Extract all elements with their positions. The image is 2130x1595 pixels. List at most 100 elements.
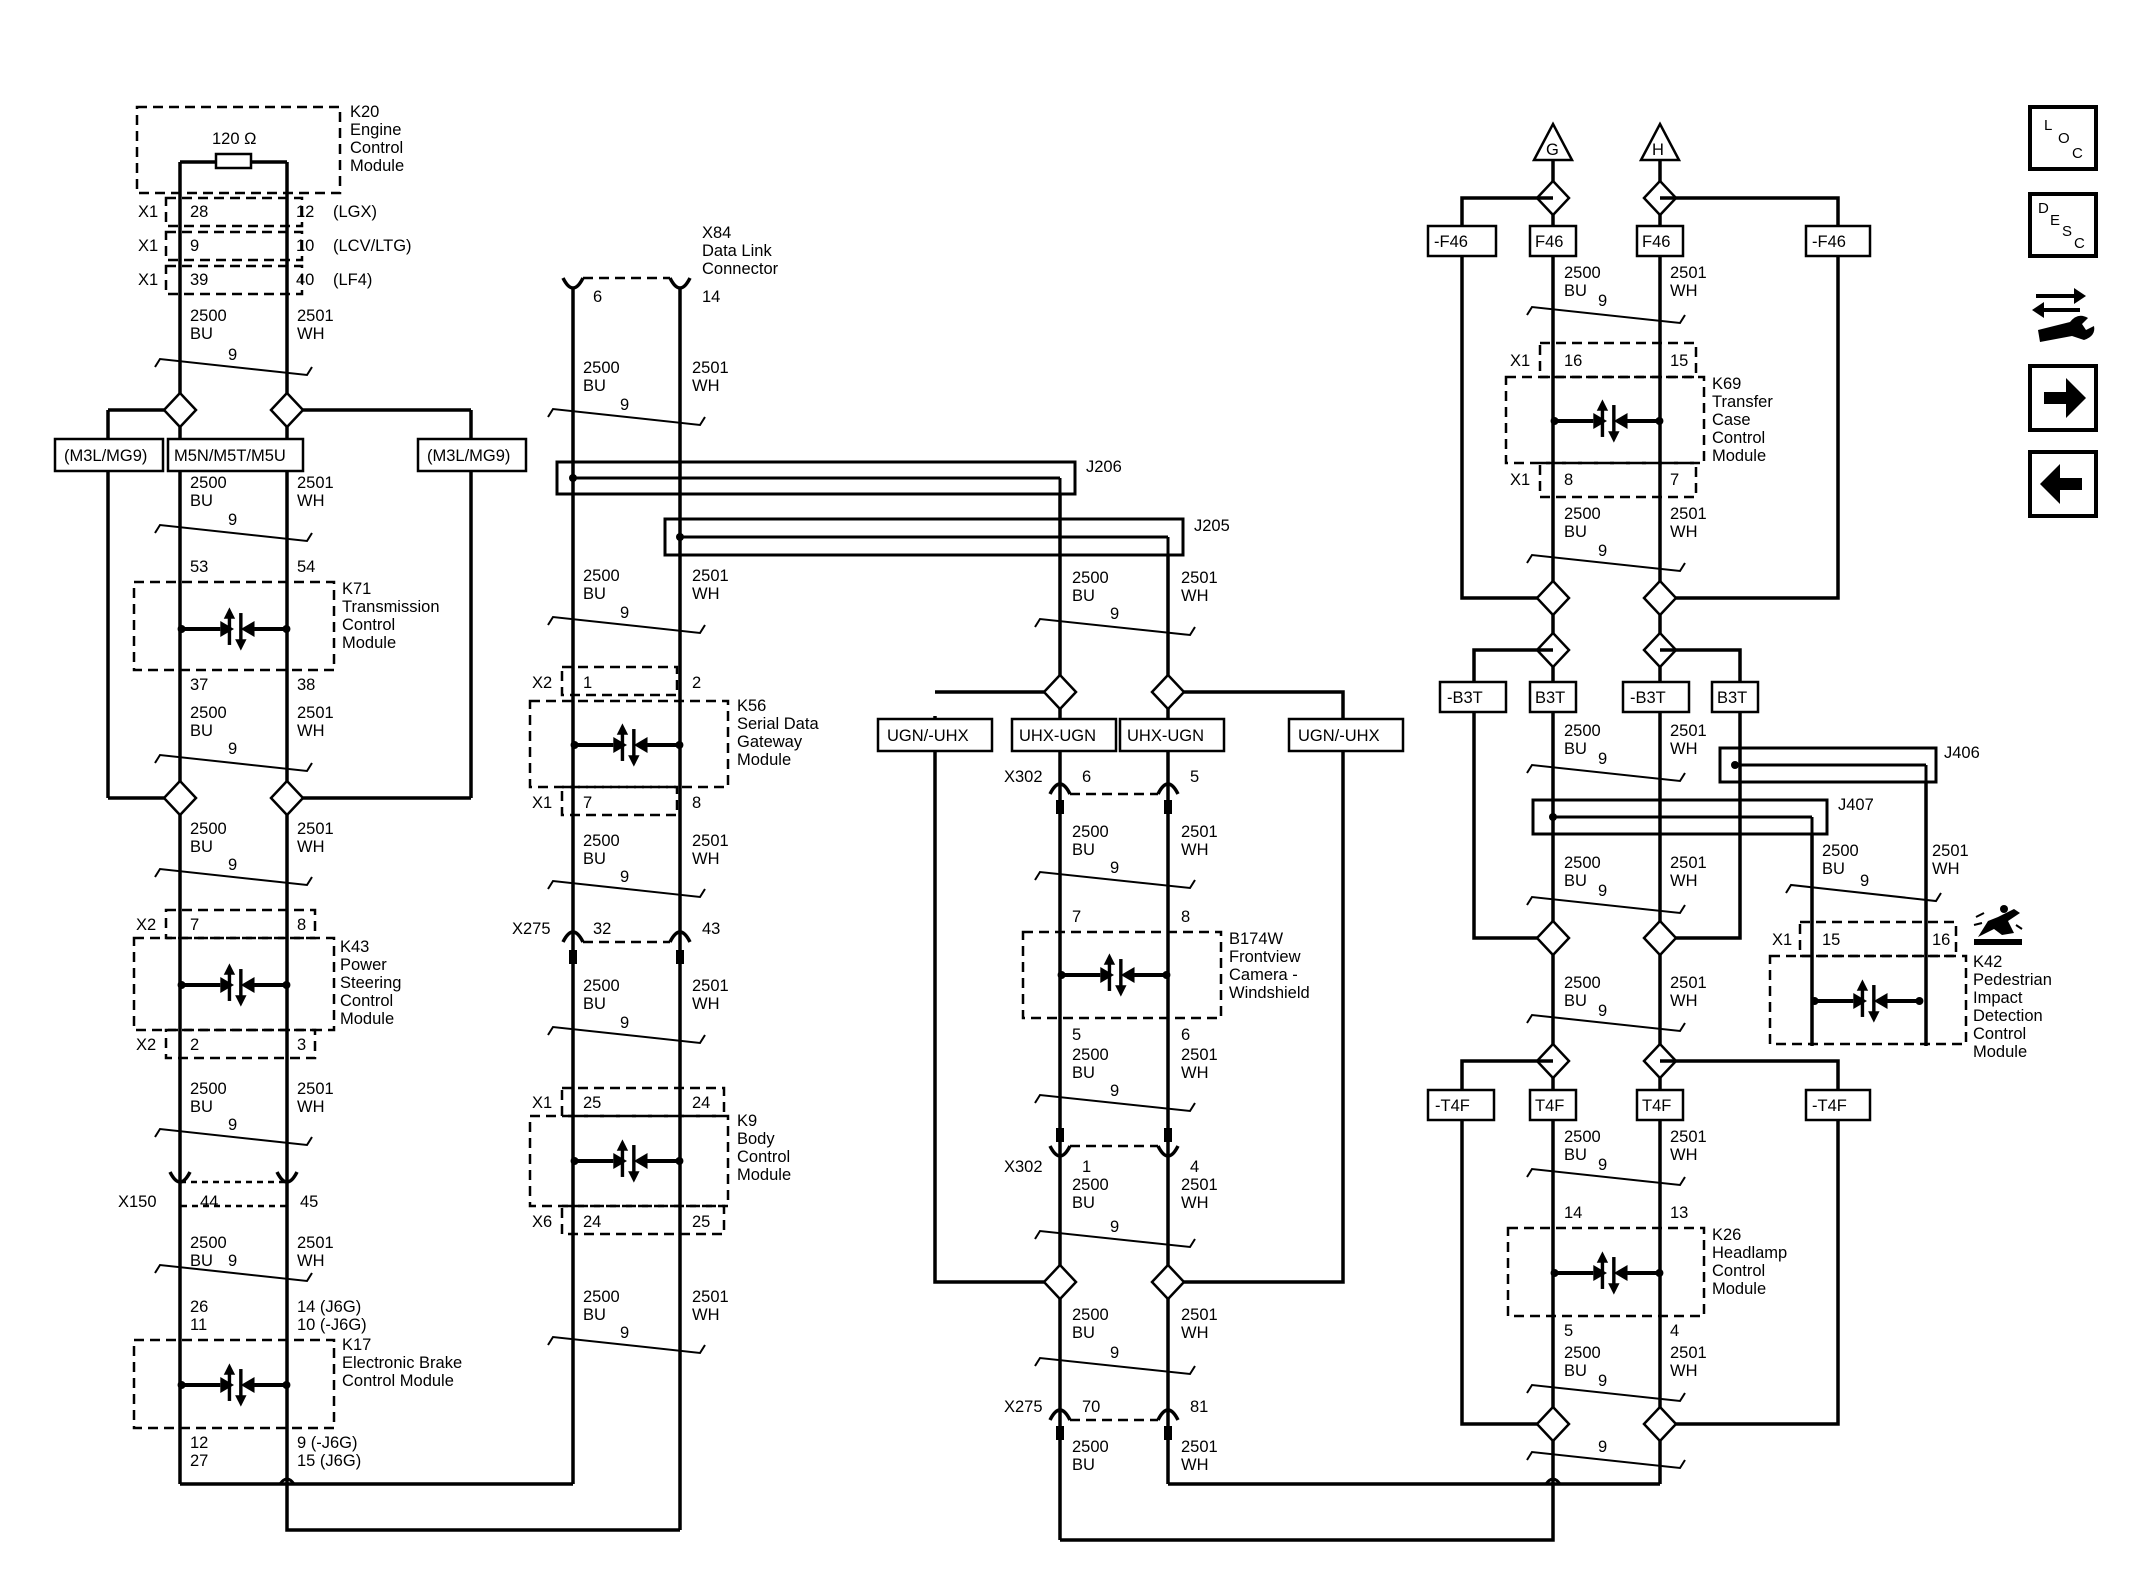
- offpage-h[interactable]: H: [1638, 121, 1682, 162]
- k42-pedestrian-impact-detection-control-module[interactable]: X1 15 16 K42 Pedestrian Impact Detection…: [1768, 905, 2052, 1061]
- svg-text:L: L: [2044, 117, 2052, 134]
- svg-text:15: 15: [1822, 931, 1840, 949]
- svg-text:WH: WH: [1670, 992, 1698, 1010]
- x1-label: X1: [138, 203, 158, 221]
- svg-text:K9: K9: [737, 1112, 757, 1130]
- svg-text:BU: BU: [190, 325, 213, 343]
- svg-text:X2: X2: [532, 674, 552, 692]
- svg-text:15: 15: [1670, 352, 1688, 370]
- svg-text:45: 45: [300, 1193, 318, 1211]
- svg-text:11: 11: [190, 1316, 207, 1334]
- svg-text:K42: K42: [1973, 953, 2002, 971]
- x1-label: X1: [138, 237, 158, 255]
- k26-headlamp-control-module[interactable]: 14 13 5 4 K26 Headlamp Control Module: [1506, 1204, 1787, 1340]
- svg-text:C: C: [2072, 145, 2083, 162]
- b174w-frontview-camera-windshield[interactable]: 7 8 5 6 B174W Frontview Camera - Windshi…: [1021, 908, 1310, 1044]
- desc-button[interactable]: D E S C: [2028, 192, 2098, 258]
- svg-text:9: 9: [1598, 1438, 1607, 1456]
- svg-text:2500: 2500: [583, 977, 620, 995]
- x84-data-link-connector[interactable]: 6 14 X84 Data Link Connector: [561, 224, 779, 306]
- svg-text:BU: BU: [1564, 740, 1587, 758]
- svg-text:2500: 2500: [1072, 1176, 1109, 1194]
- svg-text:BU: BU: [1564, 872, 1587, 890]
- svg-text:9: 9: [620, 1014, 629, 1032]
- svg-text:2501: 2501: [1670, 722, 1707, 740]
- svg-text:44: 44: [200, 1193, 218, 1211]
- svg-text:32: 32: [593, 920, 611, 938]
- x275-inline-connector: X275 32 43: [512, 920, 720, 964]
- k56-serial-data-gateway-module[interactable]: X2 1 2 X1 7 8 K56 Serial Data Gateway Mo…: [528, 665, 819, 817]
- svg-text:Connector: Connector: [702, 260, 779, 278]
- svg-text:Module: Module: [737, 1166, 791, 1184]
- svg-text:Module: Module: [340, 1010, 394, 1028]
- svg-text:Control: Control: [340, 992, 393, 1010]
- svg-text:Transfer: Transfer: [1712, 393, 1773, 411]
- svg-text:Gateway: Gateway: [737, 733, 803, 751]
- svg-text:2500: 2500: [583, 832, 620, 850]
- svg-text:2500: 2500: [583, 567, 620, 585]
- svg-text:2500: 2500: [190, 704, 227, 722]
- svg-text:5: 5: [1190, 768, 1199, 786]
- svg-text:Module: Module: [737, 751, 791, 769]
- pin-12: 12: [296, 203, 314, 221]
- svg-text:2501: 2501: [1181, 1306, 1218, 1324]
- svg-text:7: 7: [190, 916, 199, 934]
- sidebar: L O C D E S C: [2028, 105, 2098, 518]
- svg-text:9: 9: [1598, 292, 1607, 310]
- svg-text:9: 9: [1110, 1218, 1119, 1236]
- opt-ugn-uhx-right: UGN/-UHX: [1298, 727, 1380, 745]
- svg-text:25: 25: [692, 1213, 710, 1231]
- pin-39: 39: [190, 271, 208, 289]
- k42-bu-circuit: 2500: [1822, 842, 1859, 860]
- svg-text:BU: BU: [1564, 1146, 1587, 1164]
- j407-splice-pack: J407: [1531, 796, 1874, 836]
- svg-text:J407: J407: [1838, 796, 1874, 814]
- k20-engine-control-module[interactable]: 120 Ω K20 Engine Control Module: [135, 103, 404, 198]
- svg-text:K43: K43: [340, 938, 369, 956]
- svg-text:9: 9: [1110, 1082, 1119, 1100]
- svg-text:2501: 2501: [1670, 1344, 1707, 1362]
- svg-text:K69: K69: [1712, 375, 1741, 393]
- svg-text:2501: 2501: [1181, 823, 1218, 841]
- k17-electronic-brake-control-module[interactable]: 26 11 14 (J6G) 10 (-J6G) 12 27 9 (-J6G) …: [132, 1298, 462, 1470]
- svg-text:24: 24: [692, 1094, 710, 1112]
- splice: [162, 779, 198, 817]
- svg-text:K56: K56: [737, 697, 766, 715]
- svg-text:Module: Module: [342, 634, 396, 652]
- k71-transmission-control-module[interactable]: 53 54 37 38 K71 Transmission Control Mod…: [132, 558, 440, 694]
- svg-text:H: H: [1652, 141, 1664, 159]
- loc-button[interactable]: L O C: [2028, 105, 2098, 171]
- svg-text:9: 9: [620, 604, 629, 622]
- svg-text:S: S: [2062, 223, 2072, 240]
- svg-text:2500: 2500: [1564, 974, 1601, 992]
- svg-text:WH: WH: [297, 1098, 325, 1116]
- k43-power-steering-control-module[interactable]: X2 7 8 X2 2 3 K43 Power Steering Control…: [132, 908, 401, 1060]
- svg-text:X275: X275: [512, 920, 551, 938]
- svg-text:BU: BU: [1564, 282, 1587, 300]
- svg-text:K71: K71: [342, 580, 371, 598]
- svg-text:2500: 2500: [1564, 1344, 1601, 1362]
- offpage-g[interactable]: G: [1531, 121, 1575, 162]
- svg-text:2500: 2500: [1564, 854, 1601, 872]
- svg-text:2501: 2501: [1181, 1438, 1218, 1456]
- svg-text:WH: WH: [1181, 1324, 1209, 1342]
- svg-text:2500: 2500: [1564, 505, 1601, 523]
- svg-text:Module: Module: [1712, 1280, 1766, 1298]
- svg-text:BU: BU: [1072, 1194, 1095, 1212]
- svg-text:2500: 2500: [190, 474, 227, 492]
- svg-text:BU: BU: [1072, 841, 1095, 859]
- svg-text:BU: BU: [583, 585, 606, 603]
- k9-body-control-module[interactable]: X1 25 24 X6 24 25 K9 Body Control Module: [528, 1086, 791, 1236]
- svg-text:2501: 2501: [1670, 505, 1707, 523]
- k69-transfer-case-control-module[interactable]: X1 16 15 X1 8 7 K69 Transfer Case Contro…: [1504, 341, 1773, 499]
- svg-text:2500: 2500: [1564, 264, 1601, 282]
- svg-text:6: 6: [1082, 768, 1091, 786]
- svg-text:-T4F: -T4F: [1435, 1097, 1470, 1115]
- next-arrow-button[interactable]: [2028, 364, 2098, 432]
- svg-text:2501: 2501: [1181, 569, 1218, 587]
- previous-arrow-button[interactable]: [2028, 450, 2098, 518]
- svg-text:WH: WH: [1181, 1194, 1209, 1212]
- wrench-arrows-icon[interactable]: [2032, 288, 2095, 342]
- svg-text:-F46: -F46: [1812, 233, 1846, 251]
